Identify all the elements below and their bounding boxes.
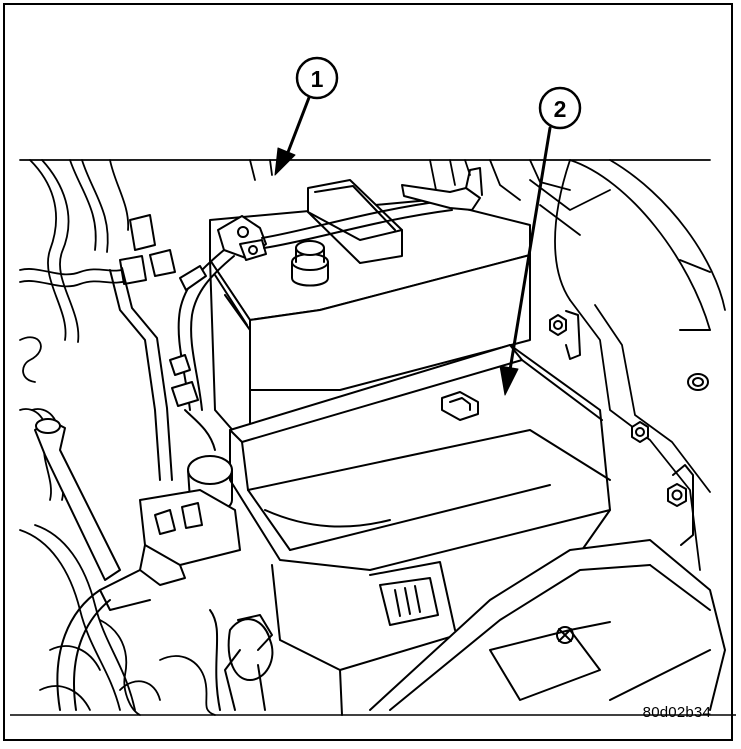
callout-2-number: 2 [554, 96, 567, 122]
air-box [224, 539, 726, 711]
callout-2-circle [538, 86, 582, 130]
callout-1-circle [295, 56, 339, 100]
callout-1-number: 1 [311, 66, 324, 92]
figure-frame: 1 2 80d02b34 [3, 3, 736, 741]
callout-2: 2 [499, 86, 582, 396]
mounting-bolts [549, 310, 694, 546]
clamps-and-connectors [34, 214, 241, 711]
battery [177, 167, 531, 451]
engine-compartment-drawing: 1 2 [10, 56, 736, 716]
callout-1: 1 [274, 56, 339, 176]
fender-holes [679, 259, 711, 391]
battery-cover [229, 344, 611, 716]
figure-id-label: 80d02b34 [642, 704, 711, 721]
